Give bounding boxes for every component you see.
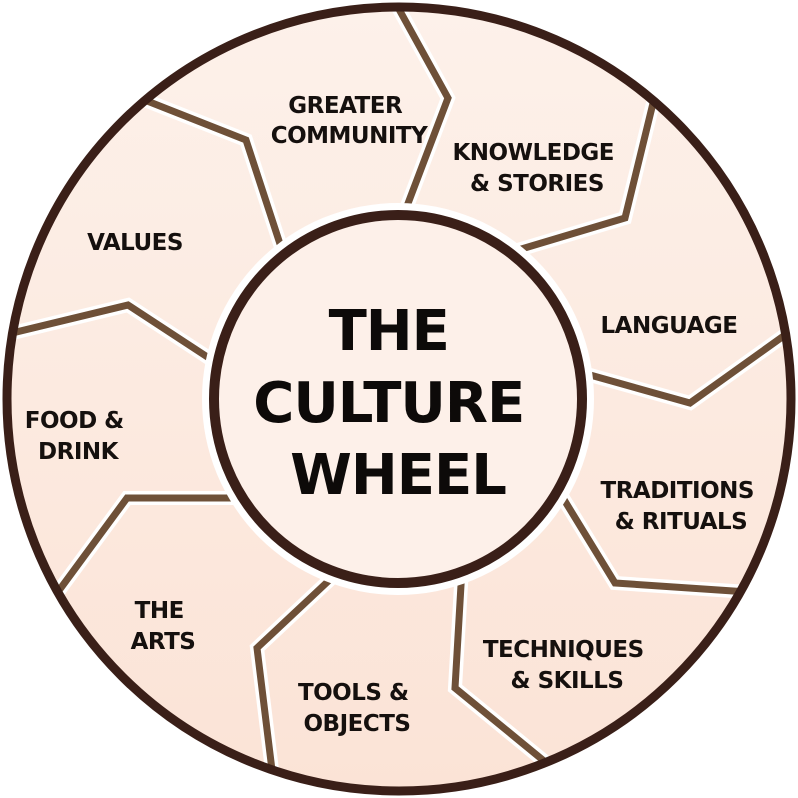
segment-label-line: TRADITIONS: [601, 478, 754, 504]
segment-label-line: THE: [135, 598, 184, 624]
divider-techniques-tools-line: [451, 567, 558, 773]
segment-label-tools-objects: TOOLS & OBJECTS: [298, 680, 416, 737]
divider-values-community-line: [135, 93, 286, 252]
segment-label-food-drink: FOOD & DRINK: [25, 408, 132, 465]
segment-label-traditions-rituals: TRADITIONS & RITUALS: [601, 478, 762, 535]
segment-label-line: & STORIES: [470, 171, 604, 197]
segment-label-line: LANGUAGE: [601, 313, 738, 339]
divider-language-traditions-line: [582, 327, 791, 407]
segment-label-line: OBJECTS: [304, 711, 411, 737]
divider-food-values-line: [7, 301, 217, 365]
segment-label-line: KNOWLEDGE: [452, 140, 614, 166]
segment-label-greater-community: GREATER COMMUNITY: [271, 93, 428, 149]
hub-title-line-3: WHEEL: [290, 443, 506, 508]
segment-dividers: [7, 7, 791, 776]
segment-label-techniques-skills: TECHNIQUES & SKILLS: [483, 637, 651, 694]
segment-label-line: VALUES: [87, 230, 183, 256]
hub-circle: [209, 210, 587, 588]
segment-label-line: COMMUNITY: [271, 123, 428, 149]
divider-community-knowledge-line: [391, 7, 452, 216]
segment-label-line: TECHNIQUES: [483, 637, 644, 663]
segment-label-line: GREATER: [288, 93, 403, 119]
divider-traditions-techniques-line: [560, 496, 749, 596]
segment-label-line: & RITUALS: [615, 509, 748, 535]
divider-tools-arts-line: [253, 569, 341, 771]
divider-arts-food-line: [49, 494, 240, 603]
hub-title-line-2: CULTURE: [253, 371, 524, 436]
segment-label-line: ARTS: [131, 629, 196, 655]
segment-label-line: DRINK: [38, 439, 120, 465]
segment-labels: GREATER COMMUNITY KNOWLEDGE & STORIES LA…: [25, 93, 762, 737]
segment-label-line: TOOLS &: [298, 680, 409, 706]
divider-knowledge-language-line: [516, 94, 659, 254]
segment-label-the-arts: THE ARTS: [131, 598, 196, 655]
segment-label-language: LANGUAGE: [601, 313, 738, 339]
hub-title-line-1: THE: [329, 299, 449, 364]
hub-title: THE CULTURE WHEEL: [253, 299, 543, 508]
segment-label-knowledge-stories: KNOWLEDGE & STORIES: [452, 140, 621, 197]
segment-label-values: VALUES: [87, 230, 183, 256]
segment-label-line: FOOD &: [25, 408, 124, 434]
segment-label-line: & SKILLS: [511, 668, 624, 694]
